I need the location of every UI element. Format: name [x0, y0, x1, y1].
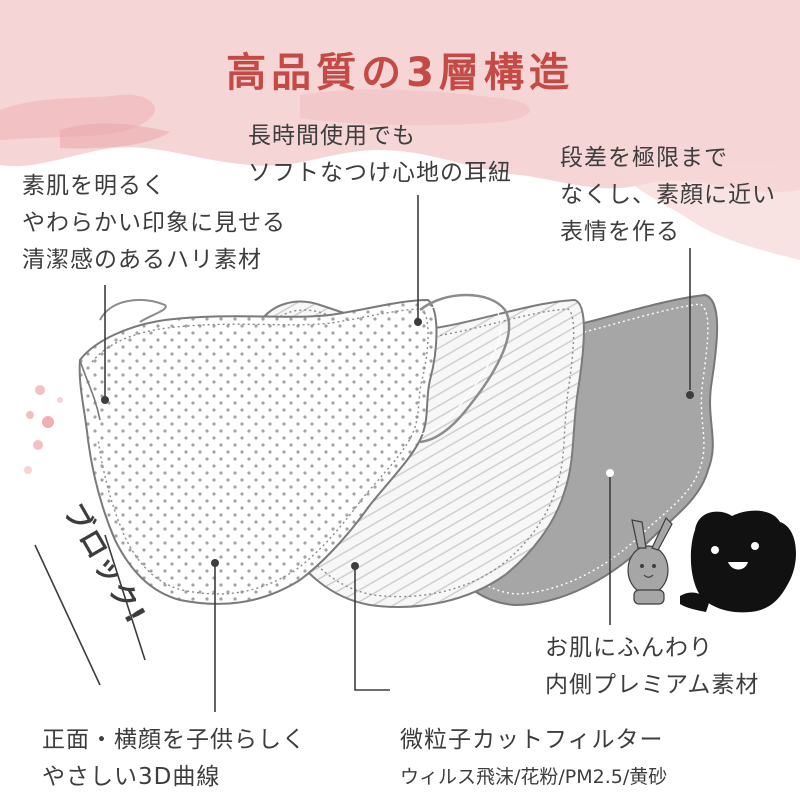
- impact-lines: [34, 534, 146, 686]
- block-exclamation: ブロック!: [30, 475, 160, 695]
- caption-line: 内側プレミアム素材: [545, 672, 760, 698]
- polka-dot-mask-icon: [78, 293, 511, 605]
- leader-shape-dot: [211, 559, 219, 567]
- wash-streak-mid: [300, 89, 530, 126]
- caption-line: お肌にふんわり: [545, 635, 713, 661]
- bear-icon: [680, 510, 796, 613]
- caption-line: 清潔感のあるハリ素材: [22, 247, 262, 273]
- wash-cloud-left: [60, 123, 170, 149]
- caption-line: やわらかい印象に見せる: [22, 210, 286, 236]
- edge-caption: 段差を極限まで なくし、素顔に近い 表情を作る: [560, 140, 776, 251]
- rabbit-and-bear-icon: [627, 510, 796, 613]
- wash-right-fade: [600, 150, 800, 260]
- caption-line: 微粒子カットフィルター: [400, 727, 664, 753]
- leader-edge-dot: [686, 391, 694, 399]
- inner-layer-caption: お肌にふんわり 内側プレミアム素材: [545, 630, 759, 704]
- caption-line: 長時間使用でも: [248, 123, 416, 149]
- filter-caption: 微粒子カットフィルター ウィルス飛沫/花粉/PM2.5/黄砂: [400, 722, 667, 796]
- rabbit-icon: [627, 516, 673, 605]
- leader-outer-dot: [101, 396, 109, 404]
- leader-inner-dot: [606, 469, 614, 477]
- pink-dot-spray: [24, 385, 63, 474]
- caption-line: ソフトなつけ心地の耳紐: [248, 160, 512, 186]
- leader-filter-dot: [351, 562, 359, 570]
- leader-lines: [101, 195, 694, 712]
- caption-line: 段差を極限まで: [560, 145, 728, 171]
- caption-line: 表情を作る: [560, 219, 680, 245]
- caption-subline: ウィルス飛沫/花粉/PM2.5/黄砂: [400, 766, 668, 788]
- leader-ear-dot: [414, 318, 422, 326]
- shape-caption: 正面・横顔を子供らしく やさしい3D曲線: [42, 722, 306, 796]
- leader-filter: [354, 566, 390, 691]
- outer-layer-caption: 素肌を明るく やわらかい印象に見せる 清潔感のあるハリ素材: [22, 168, 286, 279]
- caption-line: 素肌を明るく: [22, 173, 166, 199]
- caption-line: なくし、素顔に近い: [560, 182, 776, 208]
- ear-loop-caption: 長時間使用でも ソフトなつけ心地の耳紐: [248, 118, 512, 192]
- caption-line: やさしい3D曲線: [42, 764, 221, 790]
- caption-line: 正面・横顔を子供らしく: [42, 727, 306, 753]
- page-title: 高品質の3層構造: [226, 50, 574, 96]
